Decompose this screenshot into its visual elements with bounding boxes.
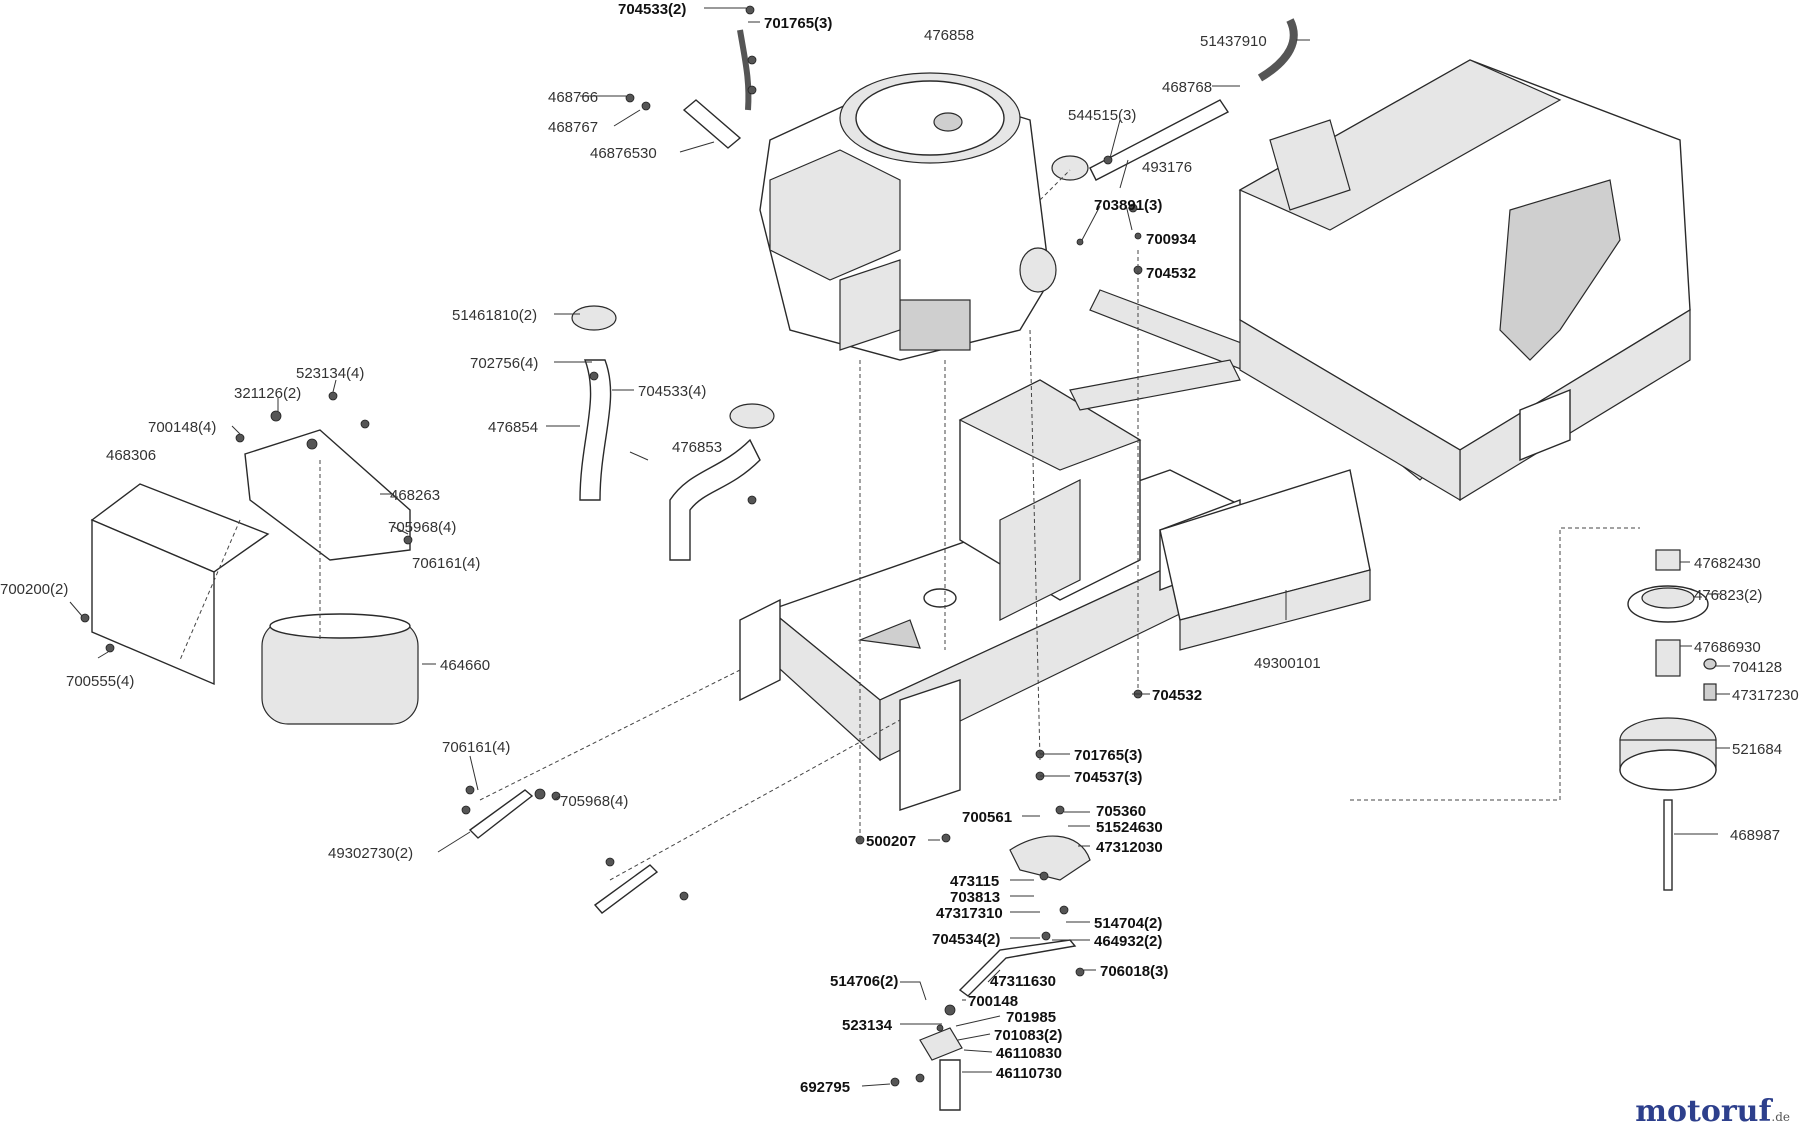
callout-label: 46110830 [996, 1045, 1062, 1062]
callout-label: 704128 [1732, 659, 1782, 676]
callout-label: 705360 [1096, 803, 1146, 820]
callout-label: 464660 [440, 657, 490, 674]
callout-label: 476823(2) [1694, 587, 1762, 604]
callout-label: 473115 [950, 873, 999, 890]
muffler-mount-bracket [244, 429, 411, 561]
callout-label: 476858 [924, 27, 974, 44]
callout-label: 701765(3) [1074, 747, 1142, 764]
callout-label: 321126(2) [234, 385, 301, 402]
callout-label: 704532 [1152, 687, 1202, 704]
callout-label: 704532 [1146, 265, 1196, 282]
intake-tube [682, 99, 742, 149]
callout-label: 468306 [106, 447, 156, 464]
callout-label: 521684 [1732, 741, 1782, 758]
callout-label: 49300101 [1254, 655, 1321, 672]
callout-label: 701985 [1006, 1009, 1056, 1026]
brand-name: motoruf [1635, 1094, 1772, 1129]
callout-label: 704537(3) [1074, 769, 1142, 786]
callout-label: 700200(2) [0, 581, 68, 598]
side-bracket-lower [593, 864, 659, 914]
callout-label: 700148(4) [148, 419, 216, 436]
callout-label: 47317310 [936, 905, 1003, 922]
exhaust-pipe-left [571, 305, 617, 501]
callout-label: 523134(4) [296, 365, 364, 382]
callout-label: 700561 [962, 809, 1012, 826]
rear-frame-plate [1159, 469, 1371, 651]
callout-label: 468263 [390, 487, 440, 504]
callout-label: 49302730(2) [328, 845, 413, 862]
callout-label: 46110730 [996, 1065, 1062, 1082]
fuel-line [737, 29, 752, 111]
callout-label: 47312030 [1096, 839, 1163, 856]
deck-lift-plate [1009, 835, 1091, 881]
callout-label: 701765(3) [764, 15, 832, 32]
callout-label: 47317230 [1732, 687, 1799, 704]
assembly-lines [179, 169, 1640, 881]
callout-label: 47686930 [1694, 639, 1761, 656]
callout-label: 47311630 [990, 973, 1056, 990]
seat-mount-bracket [958, 379, 1142, 621]
callout-label: 47682430 [1694, 555, 1761, 572]
callout-label: 51461810(2) [452, 307, 537, 324]
callout-label: 476853 [672, 439, 722, 456]
callout-label: 500207 [866, 833, 916, 850]
callout-labels: 704533(2) 701765(3) 476858 51437910 4687… [0, 1, 1799, 1096]
callout-label: 703813 [950, 889, 1000, 906]
callout-label: 464932(2) [1094, 933, 1162, 950]
callout-label: 523134 [842, 1017, 893, 1034]
callout-label: 704533(4) [638, 383, 706, 400]
callout-label: 702756(4) [470, 355, 538, 372]
rear-body-housing [1238, 59, 1691, 502]
callout-label: 701083(2) [994, 1027, 1062, 1044]
brand-tld: .de [1771, 1110, 1790, 1124]
callout-label: 514706(2) [830, 973, 898, 990]
callout-label: 704533(2) [618, 1, 686, 18]
callout-label: 700555(4) [66, 673, 134, 690]
callout-label: 700934 [1146, 231, 1197, 248]
brand-logo: motoruf.de [1635, 1094, 1790, 1129]
pulley-stack [1619, 549, 1717, 891]
callout-label: 706161(4) [442, 739, 510, 756]
callout-label: 692795 [800, 1079, 850, 1096]
callout-label: 706018(3) [1100, 963, 1168, 980]
callout-label: 468987 [1730, 827, 1780, 844]
hardware-fasteners [80, 5, 1143, 1087]
callout-label: 700148 [968, 993, 1018, 1010]
callout-label: 51437910 [1200, 33, 1267, 50]
callout-label: 706161(4) [412, 555, 480, 572]
callout-label: 493176 [1142, 159, 1192, 176]
callout-label: 704534(2) [932, 931, 1000, 948]
callout-label: 46876530 [590, 145, 657, 162]
callout-label: 705968(4) [560, 793, 628, 810]
callout-label: 703891(3) [1094, 197, 1162, 214]
callout-label: 514704(2) [1094, 915, 1162, 932]
engine-assembly [759, 72, 1089, 361]
callout-label: 468767 [548, 119, 598, 136]
callout-label: 51524630 [1096, 819, 1163, 836]
callout-label: 476854 [488, 419, 538, 436]
linkage-rod [919, 939, 1077, 1111]
side-bracket-upper [468, 789, 534, 839]
callout-label: 468768 [1162, 79, 1212, 96]
leader-lines [69, 7, 1730, 1087]
breather-hose [1089, 18, 1298, 181]
callout-label: 468766 [548, 89, 598, 106]
muffler [261, 613, 419, 725]
callout-label: 544515(3) [1068, 107, 1136, 124]
exhaust-pipe-right [669, 403, 775, 561]
callout-label: 705968(4) [388, 519, 456, 536]
muffler-heat-shield [90, 483, 270, 686]
